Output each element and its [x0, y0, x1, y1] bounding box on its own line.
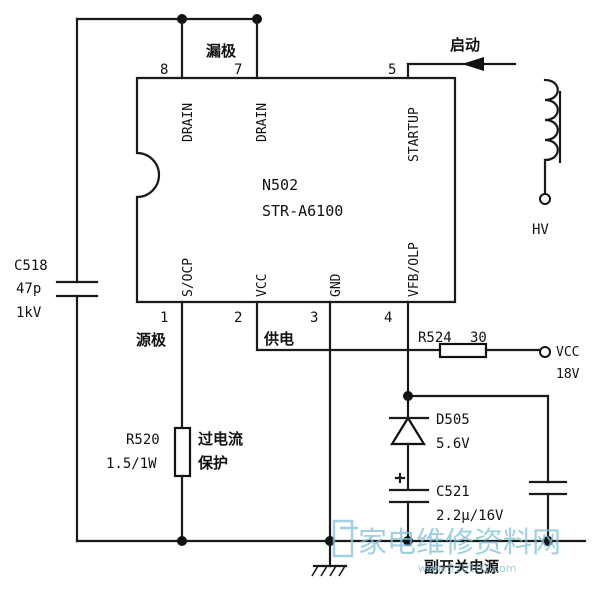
pin4-number: 4: [384, 310, 392, 326]
watermark-text: 家电维修资料网: [358, 525, 561, 559]
pin8-number: 8: [160, 62, 168, 78]
vcc-value: 18V: [556, 367, 580, 382]
junction-gnd-cap: [543, 536, 553, 546]
vcc-label: VCC: [556, 345, 579, 360]
hv-terminal: [539, 193, 551, 205]
hv-label: HV: [532, 222, 549, 238]
pin2-name: VCC: [255, 274, 270, 297]
ground-hatch: [311, 565, 346, 577]
c518-ref: C518: [14, 258, 48, 274]
ic-body: [135, 76, 457, 304]
pin8-name: DRAIN: [181, 103, 196, 142]
r520-value: 1.5/1W: [106, 456, 157, 472]
c518-value1: 47p: [16, 281, 41, 297]
d505-value: 5.6V: [436, 436, 470, 452]
r520-ref: R520: [126, 432, 160, 448]
pin5-name: STARTUP: [407, 107, 422, 162]
pin5-number: 5: [388, 62, 396, 78]
watermark: 家电维修资料网 www.520101.com: [332, 519, 561, 575]
watermark-logo-icon: [332, 519, 358, 558]
zener-anode-wire: [406, 394, 550, 484]
vcc-terminal: [539, 346, 551, 358]
startup-arrow: [462, 57, 484, 71]
pin4-name: VFB/OLP: [407, 242, 422, 297]
watermark-url: www.520101.com: [418, 562, 516, 575]
c518-value2: 1kV: [16, 305, 42, 321]
supply-label: 供电: [263, 330, 294, 348]
c521-value: 2.2μ/16V: [436, 508, 504, 524]
secondary-supply-label: 副开关电源: [424, 558, 499, 576]
r524-value: 30: [470, 330, 487, 346]
junction-gnd-ic: [325, 536, 335, 546]
r520-body: [173, 426, 192, 478]
pin2-lead: [255, 300, 442, 352]
d505-ref: D505: [436, 412, 470, 428]
source-label: 源极: [136, 331, 167, 349]
c521-plus: [394, 472, 406, 484]
overcurrent-label-2: 保护: [197, 454, 228, 472]
startup-label: 启动: [450, 36, 480, 54]
junction-gnd-c521: [403, 536, 413, 546]
overcurrent-label-1: 过电流: [198, 430, 243, 448]
d505-triangle: [390, 415, 426, 446]
r524-ref: R524: [418, 330, 452, 346]
pin7-name: DRAIN: [255, 103, 270, 142]
pin1-number: 1: [160, 310, 168, 326]
pin2-number: 2: [234, 310, 242, 326]
c521-ref: C521: [436, 484, 470, 500]
pin1-name: S/OCP: [181, 258, 196, 297]
drain-label: 漏极: [206, 42, 237, 60]
pin3-name: GND: [329, 273, 344, 297]
ic-ref: N502: [262, 176, 298, 194]
pin3-number: 3: [310, 310, 318, 326]
transformer-winding: [543, 78, 559, 162]
pin7-number: 7: [234, 62, 242, 78]
junction-gnd-r520: [177, 536, 187, 546]
ic-part: STR-A6100: [262, 202, 343, 220]
